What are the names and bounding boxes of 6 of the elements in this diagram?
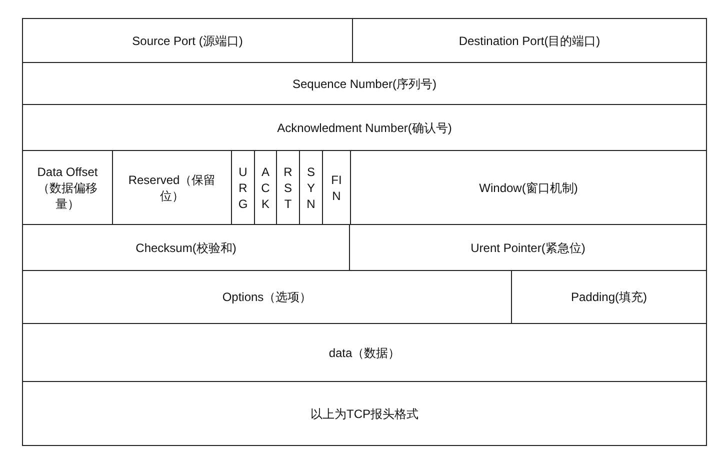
field-cell: Source Port (源端口) bbox=[22, 18, 353, 63]
field-cell: Sequence Number(序列号) bbox=[22, 62, 707, 105]
field-cell: data（数据） bbox=[22, 323, 707, 382]
field-cell: 以上为TCP报头格式 bbox=[22, 381, 707, 446]
field-cell: Acknowledment Number(确认号) bbox=[22, 104, 707, 151]
field-cell: Destination Port(目的端口) bbox=[352, 18, 707, 63]
